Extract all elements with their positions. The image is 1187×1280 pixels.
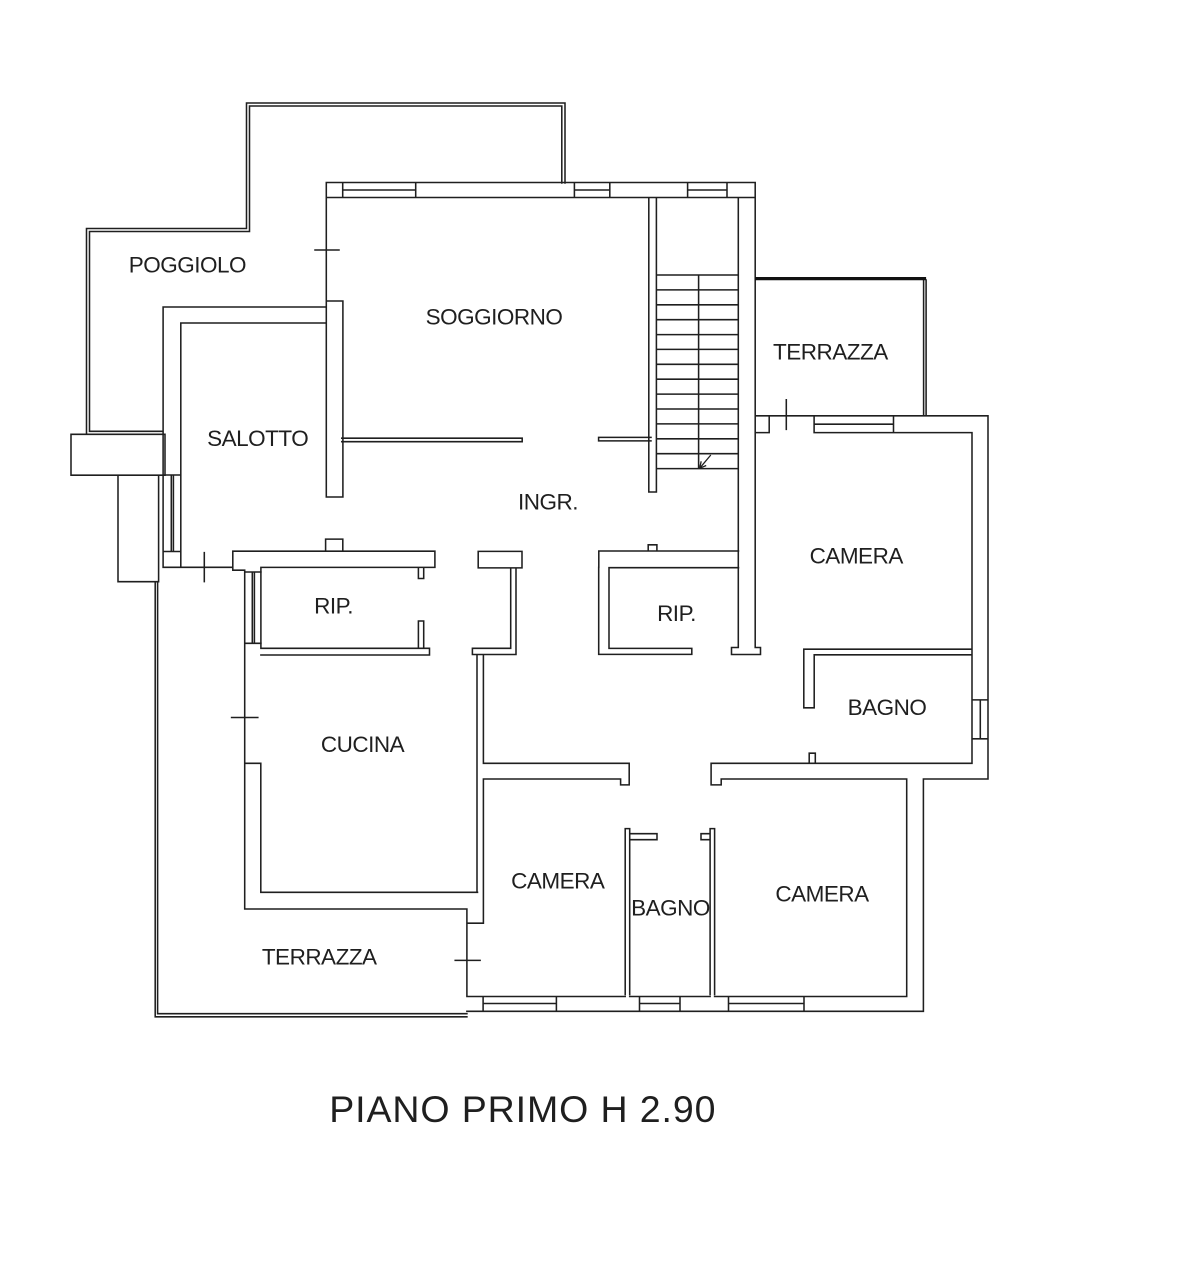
svg-text:SOGGIORNO: SOGGIORNO: [426, 305, 563, 330]
svg-text:CAMERA: CAMERA: [511, 869, 605, 894]
svg-text:BAGNO: BAGNO: [848, 695, 927, 720]
svg-text:CUCINA: CUCINA: [321, 732, 405, 757]
svg-text:POGGIOLO: POGGIOLO: [129, 253, 246, 278]
svg-text:RIP.: RIP.: [657, 601, 696, 626]
svg-text:TERRAZZA: TERRAZZA: [262, 944, 377, 969]
svg-text:SALOTTO: SALOTTO: [207, 426, 308, 451]
svg-text:TERRAZZA: TERRAZZA: [773, 340, 888, 365]
svg-text:PIANO PRIMO H 2.90: PIANO PRIMO H 2.90: [329, 1088, 716, 1130]
svg-text:RIP.: RIP.: [314, 594, 353, 619]
svg-text:CAMERA: CAMERA: [775, 882, 869, 907]
svg-text:BAGNO: BAGNO: [631, 896, 710, 921]
svg-text:INGR.: INGR.: [518, 489, 578, 514]
svg-text:CAMERA: CAMERA: [810, 543, 904, 568]
